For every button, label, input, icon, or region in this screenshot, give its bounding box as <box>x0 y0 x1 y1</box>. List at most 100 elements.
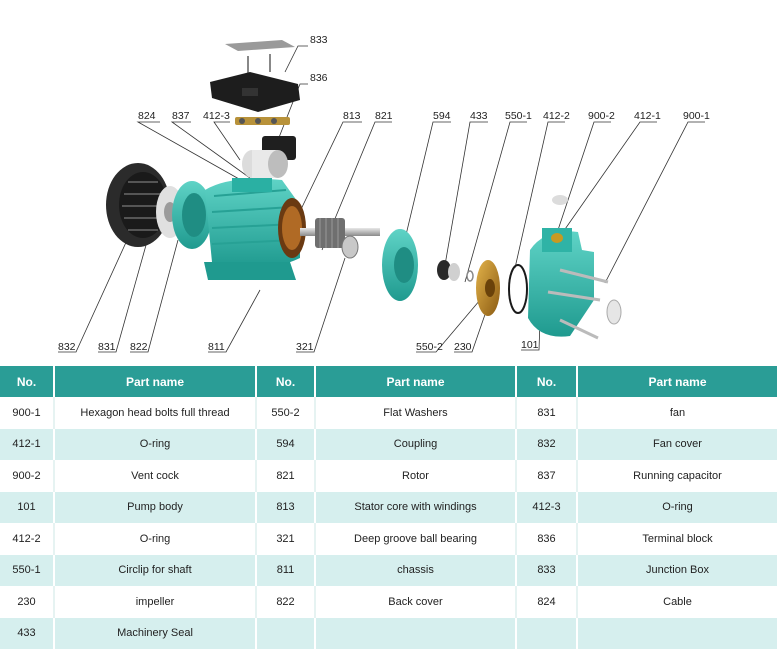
back-cover <box>172 181 212 249</box>
header-no-1: No. <box>0 366 55 397</box>
part-name-cell: Deep groove ball bearing <box>315 523 517 555</box>
part-name-cell: Vent cock <box>54 460 257 492</box>
label-900-1: 900-1 <box>683 110 710 122</box>
label-900-2: 900-2 <box>588 110 615 122</box>
parts-table: No. Part name No. Part name No. Part nam… <box>0 366 777 649</box>
label-230: 230 <box>454 341 472 353</box>
label-813: 813 <box>343 110 361 122</box>
part-name-cell: Back cover <box>315 586 517 618</box>
label-837: 837 <box>172 110 190 122</box>
part-number-cell: 837 <box>516 460 578 492</box>
label-101: 101 <box>521 339 539 351</box>
impeller <box>476 260 500 316</box>
label-821: 821 <box>375 110 393 122</box>
motor-body <box>204 178 306 280</box>
part-number-cell: 900-2 <box>0 460 55 492</box>
coupling <box>382 229 418 301</box>
table-header-row: No. Part name No. Part name No. Part nam… <box>0 366 777 397</box>
mechanical-seal <box>437 260 460 281</box>
terminal-strip <box>235 117 290 125</box>
pump-body <box>528 195 609 340</box>
part-number-cell: 900-1 <box>0 397 55 429</box>
label-412-2: 412-2 <box>543 110 570 122</box>
label-550-2: 550-2 <box>416 341 443 353</box>
label-822: 822 <box>130 341 148 353</box>
header-no-3: No. <box>516 366 578 397</box>
part-number-cell: 811 <box>256 554 316 586</box>
part-name-cell: Stator core with windings <box>315 491 517 523</box>
header-part-name-3: Part name <box>577 366 777 397</box>
part-number-cell: 831 <box>516 397 578 429</box>
part-name-cell <box>315 617 517 649</box>
part-number-cell: 813 <box>256 491 316 523</box>
part-number-cell: 412-1 <box>0 428 55 460</box>
part-name-cell: Hexagon head bolts full thread <box>54 397 257 429</box>
part-name-cell: Junction Box <box>577 554 777 586</box>
part-number-cell: 412-3 <box>516 491 578 523</box>
label-550-1: 550-1 <box>505 110 532 122</box>
part-name-cell: Machinery Seal <box>54 617 257 649</box>
outlet-cap <box>606 299 622 325</box>
part-number-cell: 824 <box>516 586 578 618</box>
part-name-cell: Cable <box>577 586 777 618</box>
o-ring <box>508 264 528 314</box>
part-name-cell: Circlip for shaft <box>54 554 257 586</box>
part-name-cell: O-ring <box>577 491 777 523</box>
part-name-cell <box>577 617 777 649</box>
label-412-1: 412-1 <box>634 110 661 122</box>
part-number-cell: 101 <box>0 491 55 523</box>
capacitor <box>242 150 288 178</box>
part-number-cell: 321 <box>256 523 316 555</box>
part-name-cell: chassis <box>315 554 517 586</box>
part-name-cell: Terminal block <box>577 523 777 555</box>
washer <box>466 270 474 282</box>
header-no-2: No. <box>256 366 316 397</box>
part-number-cell <box>516 617 578 649</box>
label-433: 433 <box>470 110 488 122</box>
part-name-cell: Flat Washers <box>315 397 517 429</box>
part-name-cell: O-ring <box>54 523 257 555</box>
part-number-cell: 833 <box>516 554 578 586</box>
part-name-cell: Rotor <box>315 460 517 492</box>
label-836: 836 <box>310 72 328 84</box>
rotor <box>300 218 380 248</box>
label-321: 321 <box>296 341 314 353</box>
label-833: 833 <box>310 34 328 46</box>
part-name-cell: fan <box>577 397 777 429</box>
part-number-cell: 821 <box>256 460 316 492</box>
part-name-cell: Fan cover <box>577 428 777 460</box>
part-number-cell <box>256 617 316 649</box>
part-number-cell: 433 <box>0 617 55 649</box>
part-number-cell: 550-2 <box>256 397 316 429</box>
part-number-cell: 836 <box>516 523 578 555</box>
part-name-cell: Running capacitor <box>577 460 777 492</box>
header-part-name-2: Part name <box>315 366 517 397</box>
part-number-cell: 550-1 <box>0 554 55 586</box>
label-811: 811 <box>208 341 225 353</box>
junction-box-plate <box>225 40 295 51</box>
part-number-cell: 412-2 <box>0 523 55 555</box>
label-594: 594 <box>433 110 451 122</box>
bearing <box>341 235 359 259</box>
part-name-cell: Coupling <box>315 428 517 460</box>
part-name-cell: impeller <box>54 586 257 618</box>
part-number-cell: 832 <box>516 428 578 460</box>
part-number-cell: 594 <box>256 428 316 460</box>
label-831: 831 <box>98 341 116 353</box>
label-412-3: 412-3 <box>203 110 230 122</box>
fan-cover <box>106 163 170 247</box>
exploded-pump-diagram: 833 836 824 837 412-3 813 821 594 433 55… <box>58 34 710 353</box>
header-part-name-1: Part name <box>54 366 257 397</box>
part-number-cell: 230 <box>0 586 55 618</box>
part-name-cell: Pump body <box>54 491 257 523</box>
label-832: 832 <box>58 341 76 353</box>
label-824: 824 <box>138 110 156 122</box>
